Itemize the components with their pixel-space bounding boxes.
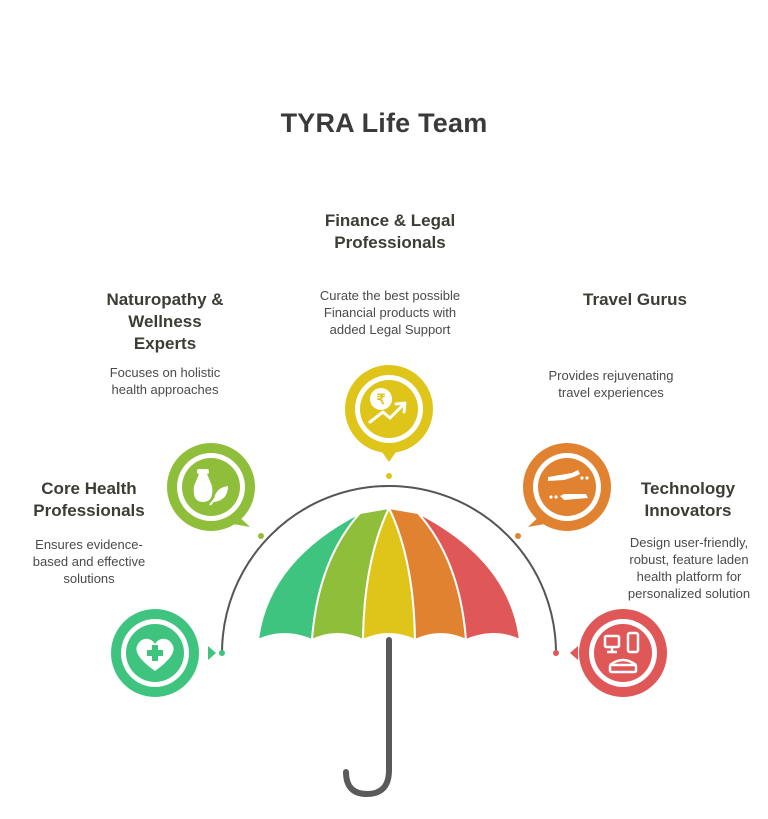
finance-description: Curate the best possible Financial produ… [319, 288, 461, 337]
umbrella-handle [343, 637, 392, 798]
naturopathy-description: Focuses on holistic health approaches [109, 365, 221, 397]
arc-dot-core [219, 650, 225, 656]
core-health-description: Ensures evidence-based and effective sol… [32, 537, 146, 586]
travel-description: Provides rejuvenating travel experiences [548, 368, 674, 400]
devices-network-icon [603, 631, 640, 674]
core-health-heading: Core Health Professionals [33, 479, 145, 520]
page-title: TYRA Life Team [280, 108, 488, 138]
umbrella-canopy [256, 505, 522, 642]
naturopathy-bubble [167, 443, 255, 531]
herbal-bag-leaf-icon [193, 469, 228, 506]
core-health-bubble [111, 609, 216, 697]
arc-dot-finance [386, 473, 392, 479]
svg-text:₹: ₹ [377, 391, 386, 407]
technology-bubble [570, 609, 667, 697]
team-arc [221, 485, 557, 654]
travel-heading: Travel Gurus [583, 290, 687, 309]
travel-bubble [523, 443, 611, 531]
finance-bubble: ₹ [345, 365, 433, 462]
airplanes-icon [548, 470, 589, 500]
arc-dot-naturopathy [258, 533, 264, 539]
arc-dot-travel [515, 533, 521, 539]
finance-heading: Finance & Legal Professionals [324, 211, 456, 252]
technology-description: Design user-friendly, robust, feature la… [627, 535, 751, 601]
naturopathy-heading: Naturopathy & Wellness Experts [106, 290, 224, 353]
canopy-segment-technology [417, 512, 522, 642]
arc-dot-technology [553, 650, 559, 656]
heart-plus-icon [136, 638, 174, 671]
rupee-growth-icon: ₹ [368, 388, 407, 424]
technology-heading: Technology Innovators [640, 479, 736, 520]
